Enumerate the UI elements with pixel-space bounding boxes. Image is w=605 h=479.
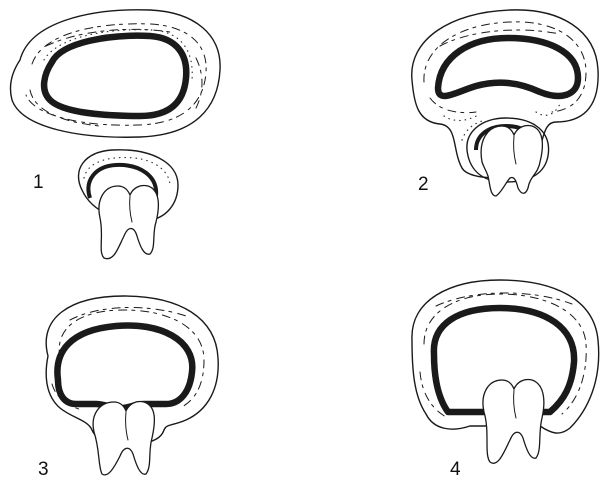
panel-2-tooth: [467, 118, 549, 196]
panel-1-cyst: [10, 10, 220, 137]
panel-2: 2: [412, 10, 598, 196]
panel-1-label: 1: [33, 172, 44, 193]
panel-3-tooth: [93, 401, 154, 474]
panel-4-label: 4: [450, 459, 461, 479]
panel-3-label: 3: [38, 459, 49, 479]
panel-3: 3: [38, 296, 218, 479]
panel-2-label: 2: [418, 174, 429, 195]
panel-4-tooth: [483, 379, 544, 463]
panel-1: 1: [10, 10, 220, 259]
panel-4: 4: [412, 280, 599, 479]
panel-1-tooth: [79, 150, 178, 259]
